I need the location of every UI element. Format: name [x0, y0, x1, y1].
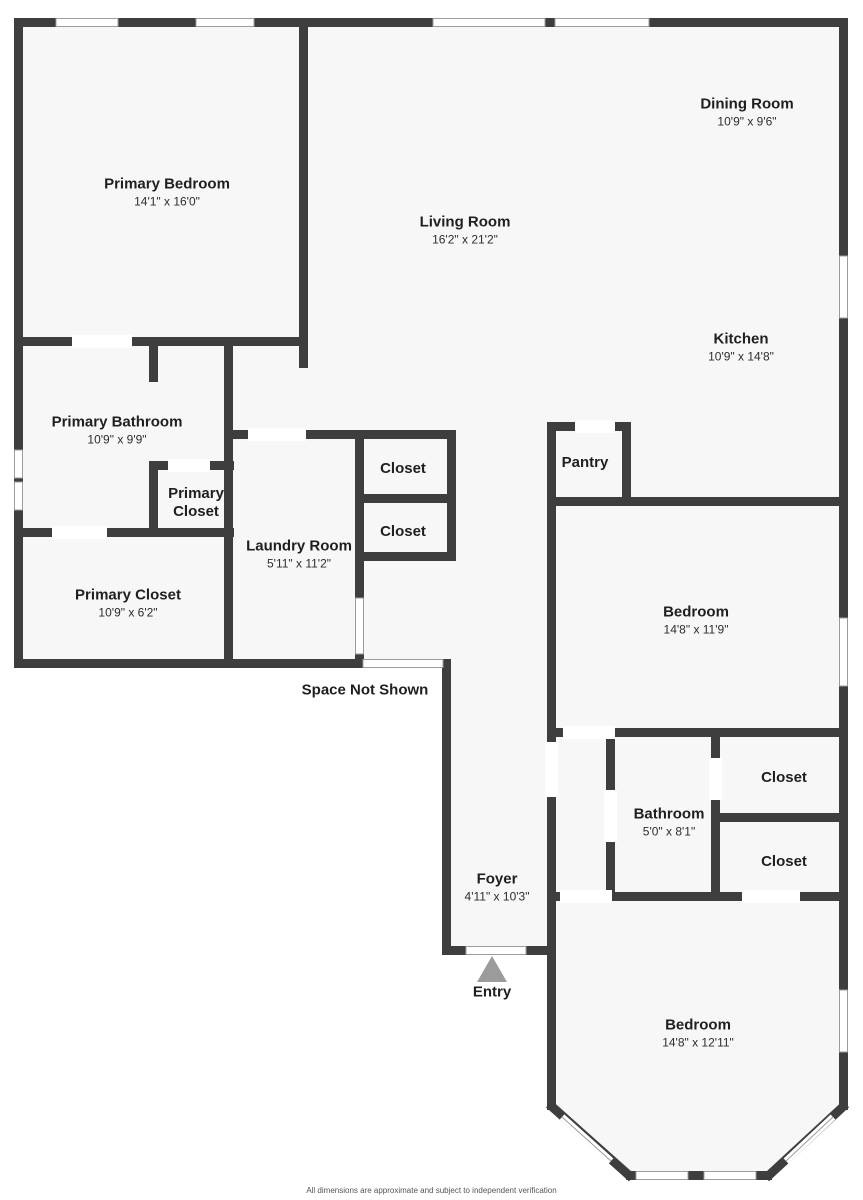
- space-not-shown-label: Space Not Shown: [301, 681, 429, 699]
- room-label-dining-room: Dining Room 10'9" x 9'6": [700, 95, 793, 128]
- entry-arrow-icon: [477, 956, 507, 982]
- room-dims: 14'8" x 11'9": [663, 622, 729, 637]
- room-dims: 10'9" x 9'6": [717, 114, 777, 129]
- windows: [14, 18, 848, 1180]
- room-name: Closet: [761, 853, 807, 870]
- room-dims: 5'11" x 11'2": [266, 556, 332, 571]
- room-name: Primary Closet: [75, 586, 181, 604]
- room-name: Primary Bathroom: [51, 413, 183, 431]
- room-dims: 14'8" x 12'11": [662, 1035, 734, 1050]
- room-name: Bathroom: [633, 805, 705, 823]
- room-name: Primary Closet: [168, 485, 224, 520]
- room-name: Closet: [380, 523, 426, 540]
- room-label-closet-bottom: Closet: [380, 523, 426, 541]
- door-openings: [52, 335, 800, 903]
- room-name: Pantry: [561, 454, 609, 471]
- floor-area: [18, 22, 844, 1176]
- room-label-laundry-room: Laundry Room 5'11" x 11'2": [246, 537, 352, 570]
- room-dims: 10'9" x 14'8": [708, 349, 774, 364]
- room-label-bedroom-middle: Bedroom 14'8" x 11'9": [663, 603, 729, 636]
- room-label-bedroom-bottom: Bedroom 14'8" x 12'11": [662, 1016, 734, 1049]
- room-name: Dining Room: [700, 95, 794, 113]
- room-dims: 16'2" x 21'2": [432, 232, 498, 247]
- room-dims: 4'11" x 10'3": [464, 889, 530, 904]
- room-label-kitchen: Kitchen 10'9" x 14'8": [708, 330, 774, 363]
- room-label-closet-right-bottom: Closet: [761, 853, 807, 871]
- room-label-foyer: Foyer 4'11" x 10'3": [465, 870, 530, 903]
- room-label-closet-right-top: Closet: [761, 769, 807, 787]
- room-name: Closet: [380, 460, 426, 477]
- disclaimer-text: All dimensions are approximate and subje…: [306, 1186, 557, 1195]
- room-dims: 10'9" x 6'2": [98, 605, 158, 620]
- room-name: Living Room: [419, 213, 511, 231]
- room-name: Kitchen: [713, 330, 769, 348]
- room-name: Bedroom: [665, 1016, 731, 1034]
- room-dims: 14'1" x 16'0": [134, 194, 200, 209]
- room-dims: 10'9" x 9'9": [87, 432, 147, 447]
- room-label-bathroom: Bathroom 5'0" x 8'1": [634, 805, 705, 838]
- room-label-primary-bedroom: Primary Bedroom 14'1" x 16'0": [104, 175, 230, 208]
- bay-window-glass: [559, 1114, 836, 1164]
- room-name: Closet: [761, 769, 807, 786]
- room-label-pantry: Pantry: [562, 454, 609, 472]
- room-label-primary-closet-large: Primary Closet 10'9" x 6'2": [75, 586, 181, 619]
- room-name: Bedroom: [663, 603, 729, 621]
- room-label-primary-bathroom: Primary Bathroom 10'9" x 9'9": [52, 413, 183, 446]
- room-label-closet-top: Closet: [380, 460, 426, 478]
- room-label-primary-closet-small: Primary Closet: [157, 485, 235, 521]
- entry-label: Entry: [472, 983, 512, 1001]
- room-name: Laundry Room: [246, 537, 352, 555]
- room-name: Primary Bedroom: [104, 175, 230, 193]
- room-name: Foyer: [476, 870, 518, 888]
- room-label-living-room: Living Room 16'2" x 21'2": [420, 213, 511, 246]
- room-dims: 5'0" x 8'1": [642, 824, 696, 839]
